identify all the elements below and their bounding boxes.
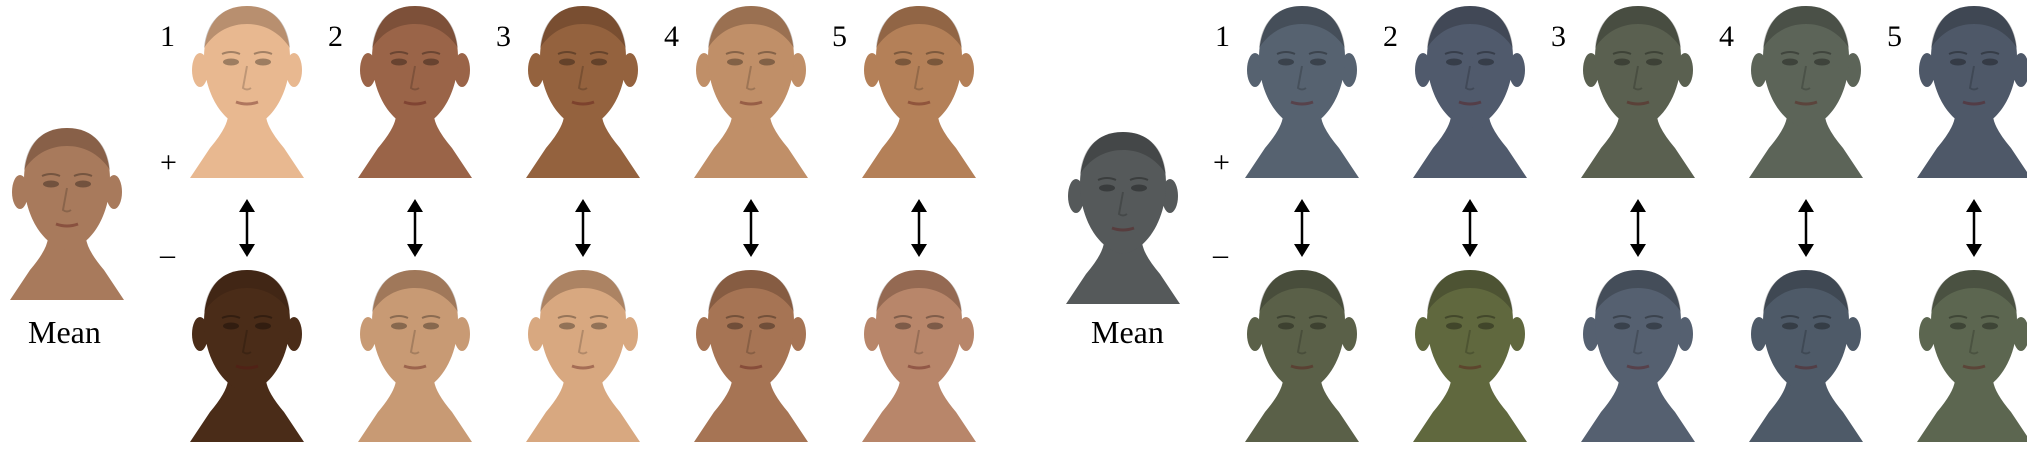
face-component-3-minus [1573,264,1703,442]
plus-sign: + [1213,146,1230,179]
minus-sign: – [1213,238,1228,271]
face-component-2-plus [1405,0,1535,178]
double-arrow-icon [739,198,763,258]
face-component-1-minus [182,264,312,442]
face-component-3-minus [518,264,648,442]
mean-label: Mean [28,314,101,350]
component-number-3: 3 [1551,20,1566,53]
face-component-5-minus [1909,264,2027,442]
double-arrow-icon [1626,198,1650,258]
mean-face [1058,126,1188,304]
minus-sign: – [160,238,175,271]
component-number-5: 5 [832,20,847,53]
component-number-2: 2 [328,20,343,53]
double-arrow-icon [235,198,259,258]
face-component-4-minus [1741,264,1871,442]
mean-face [2,122,132,300]
plus-sign: + [160,146,177,179]
face-component-5-plus [1909,0,2027,178]
face-component-4-minus [686,264,816,442]
double-arrow-icon [571,198,595,258]
component-number-2: 2 [1383,20,1398,53]
face-component-5-minus [854,264,984,442]
double-arrow-icon [907,198,931,258]
mean-label: Mean [1091,314,1164,350]
face-component-1-plus [182,0,312,178]
double-arrow-icon [1290,198,1314,258]
face-component-2-minus [1405,264,1535,442]
face-component-1-plus [1237,0,1367,178]
appearance-model-panel: Mean + – 1 2 [2,0,984,442]
face-component-4-plus [686,0,816,178]
double-arrow-icon [1794,198,1818,258]
component-number-4: 4 [664,20,679,53]
face-component-3-plus [1573,0,1703,178]
component-number-5: 5 [1887,20,1902,53]
face-component-5-plus [854,0,984,178]
face-component-1-minus [1237,264,1367,442]
face-component-4-plus [1741,0,1871,178]
geometry-model-panel: Mean + – 1 2 [1055,0,2027,454]
double-arrow-icon [403,198,427,258]
face-component-2-plus [350,0,480,178]
component-number-4: 4 [1719,20,1734,53]
component-number-1: 1 [1215,20,1230,53]
double-arrow-icon [1962,198,1986,258]
component-number-3: 3 [496,20,511,53]
face-component-2-minus [350,264,480,442]
double-arrow-icon [1458,198,1482,258]
component-number-1: 1 [160,20,175,53]
face-component-3-plus [518,0,648,178]
